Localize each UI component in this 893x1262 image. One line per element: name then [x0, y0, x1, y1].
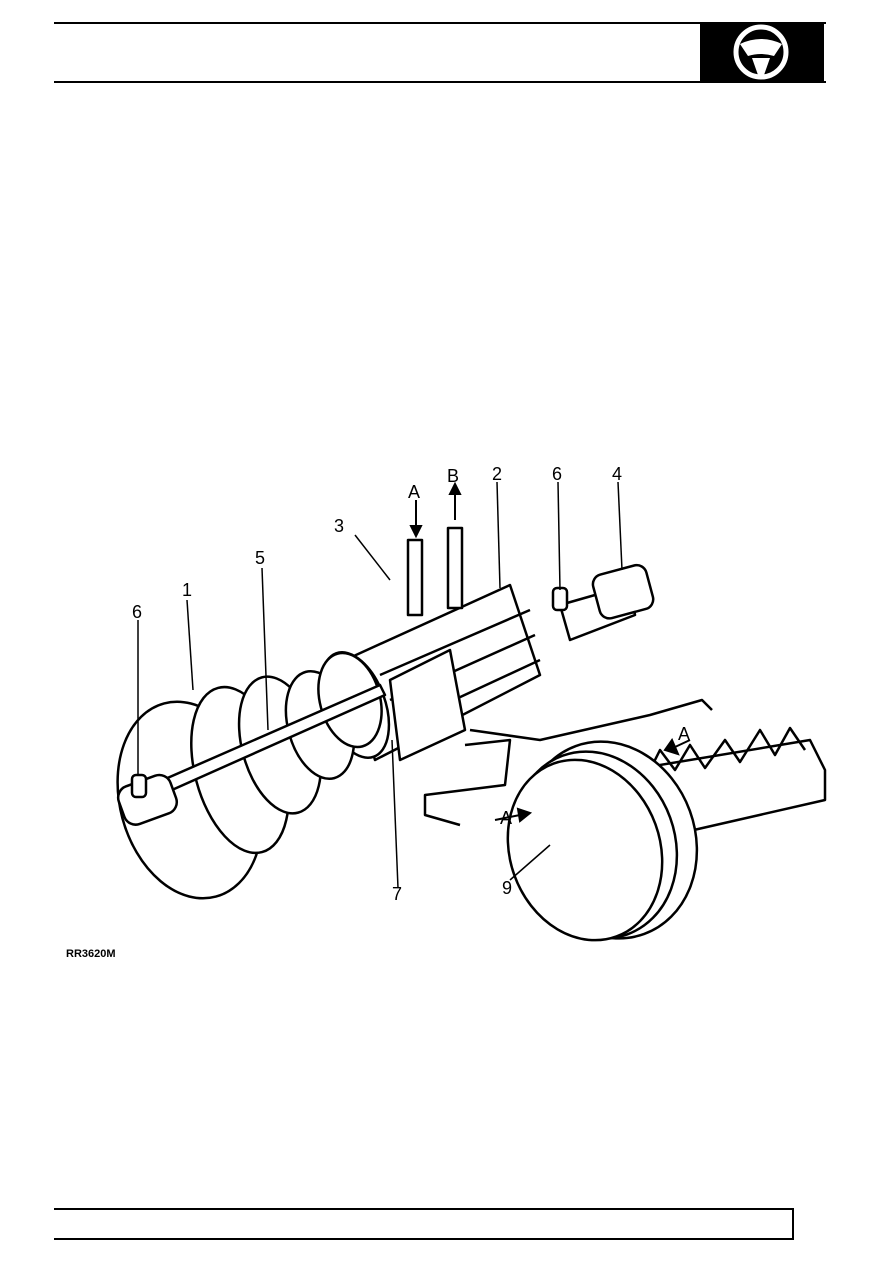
valve-illustration	[116, 481, 827, 942]
callout-6-right: 6	[552, 464, 563, 484]
callout-3: 3	[334, 516, 345, 536]
footer-box	[54, 1208, 794, 1240]
callout-9: 9	[502, 878, 513, 898]
callout-1: 1	[182, 580, 193, 600]
callout-6-left: 6	[132, 602, 143, 622]
header-rule-bottom	[54, 81, 826, 83]
header-logo-block	[700, 22, 824, 83]
flow-label-a-inlet: A	[408, 482, 421, 502]
callout-2: 2	[492, 464, 503, 484]
callout-4: 4	[612, 464, 623, 484]
steering-wheel-icon	[733, 24, 789, 80]
flow-label-b-outlet: B	[447, 466, 460, 486]
figure-reference: RR3620M	[66, 948, 116, 960]
header-rule-top	[54, 22, 826, 24]
callout-7: 7	[392, 884, 403, 904]
flow-label-a-right: A	[678, 724, 691, 744]
power-steering-valve-figure: 1 2 3 4 5 6 6 7 9 A B A A	[90, 440, 850, 970]
flow-label-a-lower: A	[500, 808, 513, 828]
callout-5: 5	[255, 548, 266, 568]
